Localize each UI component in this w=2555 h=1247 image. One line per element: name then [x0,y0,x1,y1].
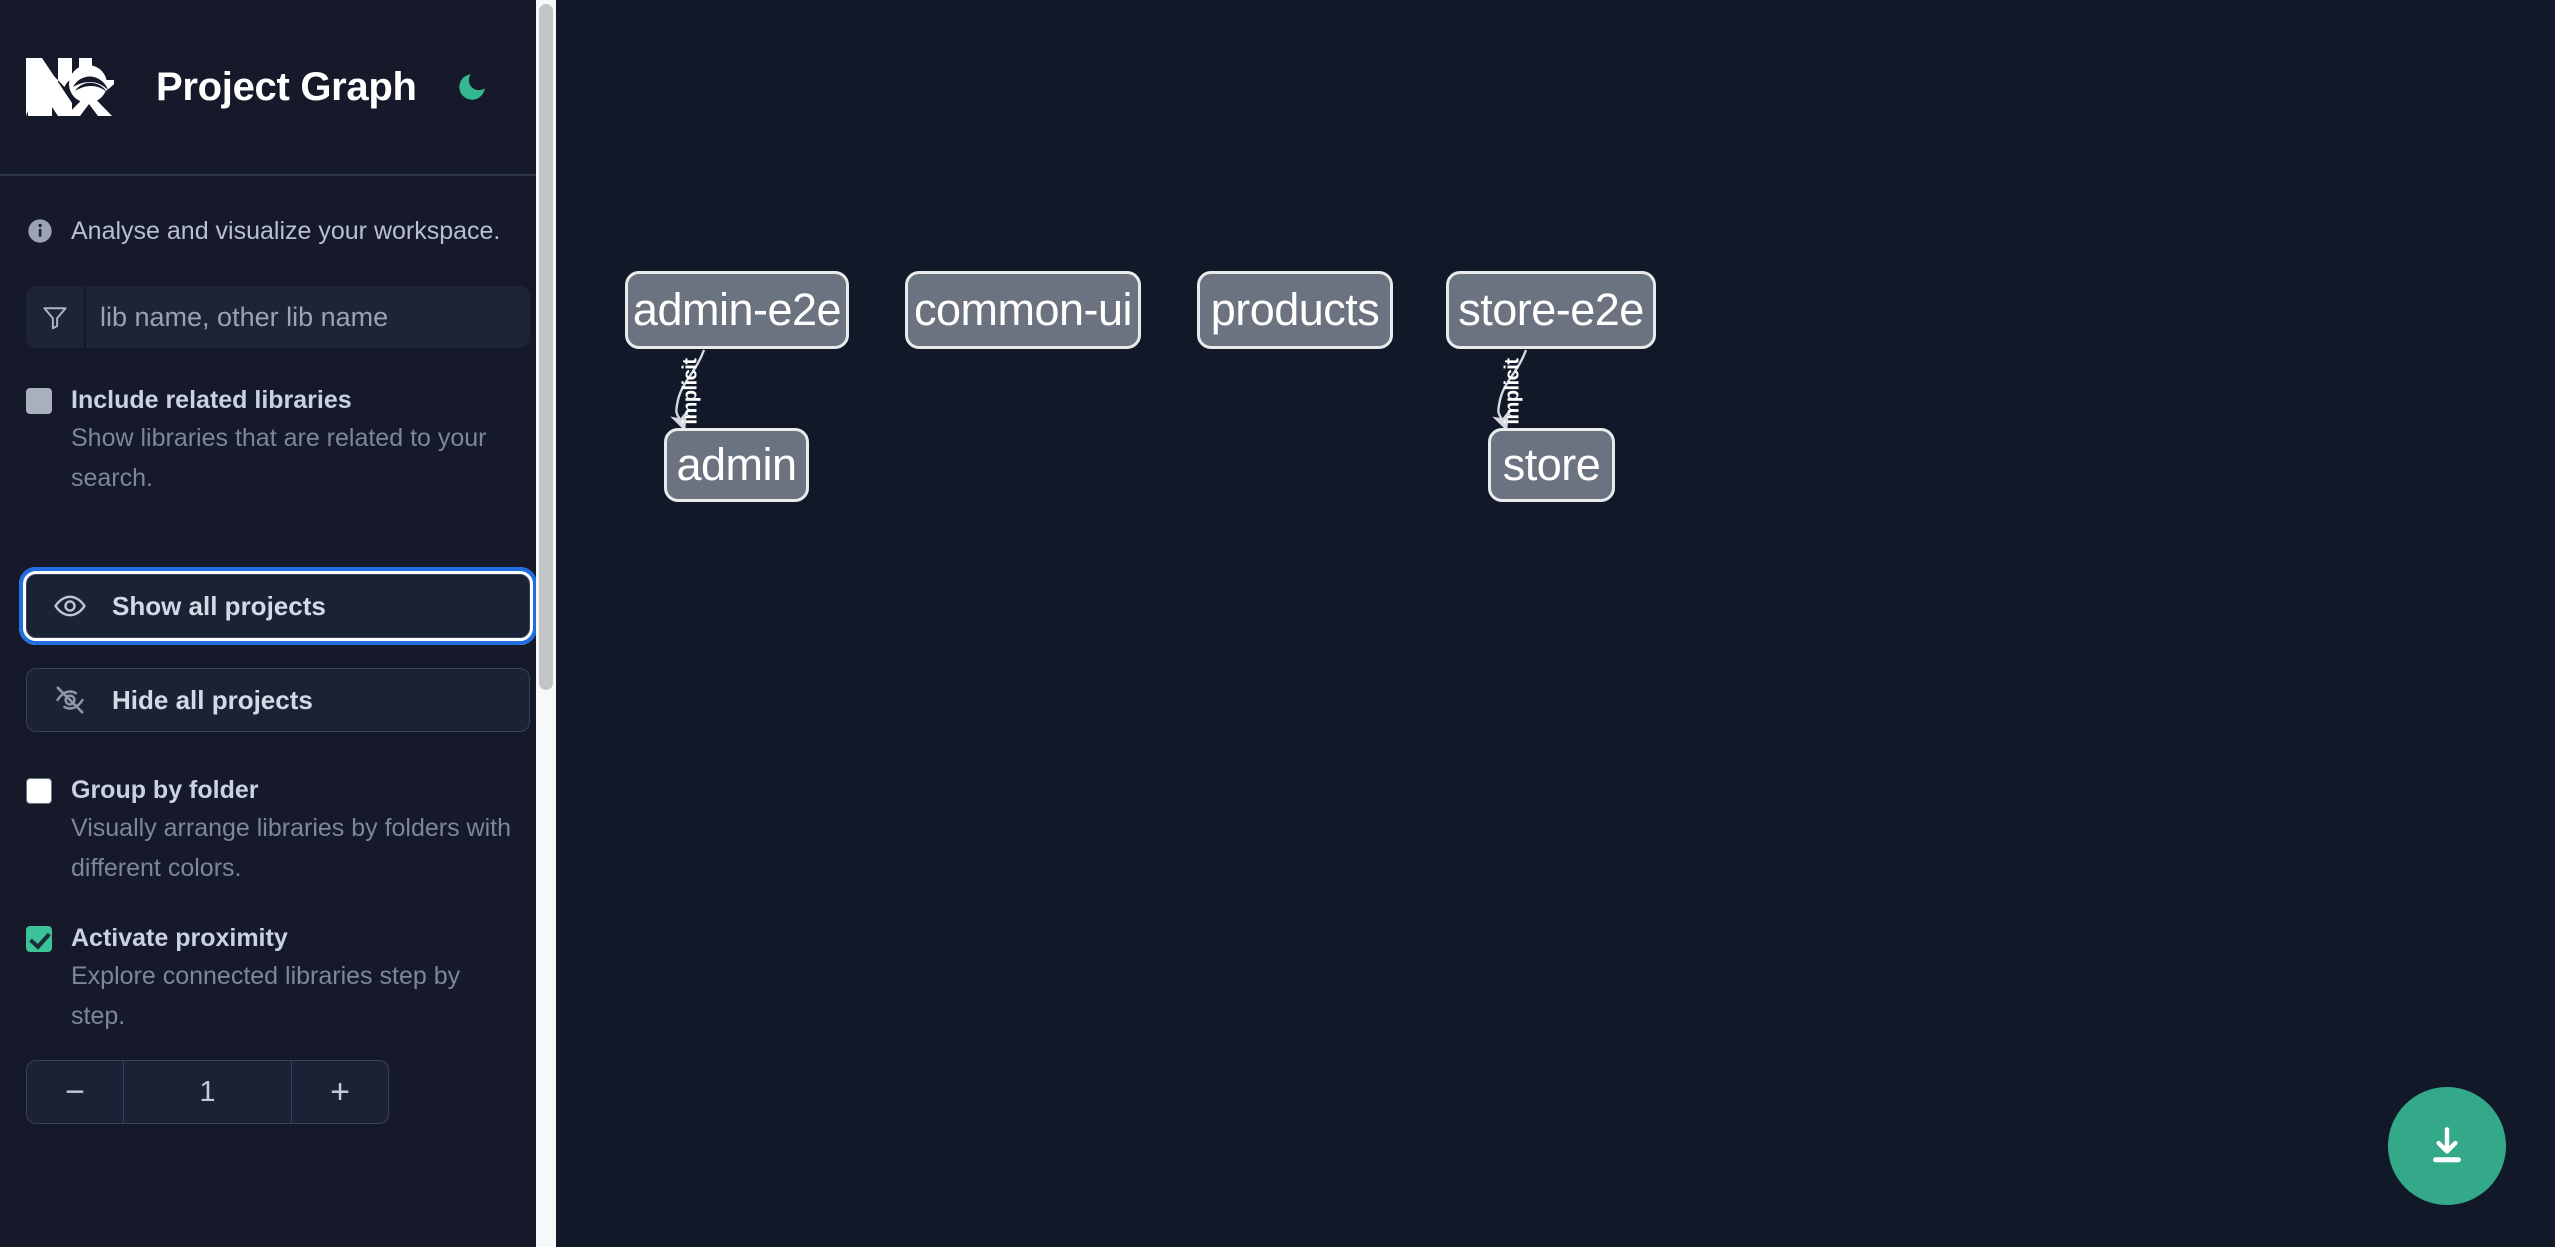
spacer [26,732,530,772]
activate-proximity-label: Activate proximity [71,924,288,952]
group-by-folder-label: Group by folder [71,776,259,804]
proximity-stepper[interactable]: − 1 + [26,1060,389,1124]
show-all-projects-label: Show all projects [112,590,326,621]
graph-node-store[interactable]: store [1488,428,1615,502]
spacer [26,894,530,920]
moon-glyph [458,74,485,100]
include-related-libraries-checkbox[interactable] [26,388,52,414]
sidebar: Project Graph Analyse and visualize your… [0,0,556,1247]
spacer [26,504,530,544]
graph-node-admin[interactable]: admin [664,428,809,502]
sidebar-header: Project Graph [0,0,556,176]
hide-all-projects-button[interactable]: Hide all projects [26,668,530,732]
search-field[interactable] [26,286,530,348]
activate-proximity-checkbox[interactable] [26,926,52,952]
graph-canvas[interactable]: admin-e2e common-ui products store-e2e a… [556,0,2555,1247]
group-by-folder-checkbox[interactable] [26,778,52,804]
search-input[interactable] [86,286,530,348]
workspace-blurb-text: Analyse and visualize your workspace. [71,216,501,245]
graph-node-store-e2e[interactable]: store-e2e [1446,271,1656,349]
nx-logo-icon [26,58,114,116]
eye-icon [53,589,87,623]
graph-edges-layer [670,349,1528,432]
show-all-projects-button[interactable]: Show all projects [19,567,537,645]
include-related-libraries-description: Show libraries that are related to your … [71,424,487,492]
moon-icon[interactable] [449,64,495,110]
option-group-by-folder[interactable]: Group by folder Visually arrange librari… [26,772,530,888]
download-graph-button[interactable] [2388,1087,2506,1205]
edge-store-e2e-to-store [1492,349,1528,432]
proximity-increment-button[interactable]: + [291,1061,388,1123]
graph-node-admin-e2e[interactable]: admin-e2e [625,271,849,349]
proximity-decrement-button[interactable]: − [27,1061,124,1123]
activate-proximity-description: Explore connected libraries step by step… [71,962,461,1030]
download-icon [2433,1127,2461,1163]
page-title: Project Graph [156,64,417,109]
graph-node-common-ui[interactable]: common-ui [905,271,1141,349]
include-related-libraries-label: Include related libraries [71,386,352,414]
sidebar-scrollbar[interactable] [536,0,556,1247]
filter-funnel-icon [26,286,86,348]
hide-all-projects-label: Hide all projects [112,684,313,715]
edge-admin-e2e-to-admin [670,349,706,432]
option-activate-proximity[interactable]: Activate proximity Explore connected lib… [26,920,530,1036]
eye-off-icon [53,683,87,717]
graph-node-products[interactable]: products [1197,271,1393,349]
sidebar-scrollbar-thumb[interactable] [539,4,553,690]
info-icon [26,217,54,245]
group-by-folder-description: Visually arrange libraries by folders wi… [71,814,512,882]
option-include-related-libraries[interactable]: Include related libraries Show libraries… [26,382,530,498]
sidebar-body: Include related libraries Show libraries… [0,286,556,1124]
proximity-value: 1 [199,1075,216,1108]
workspace-blurb: Analyse and visualize your workspace. [0,176,556,286]
